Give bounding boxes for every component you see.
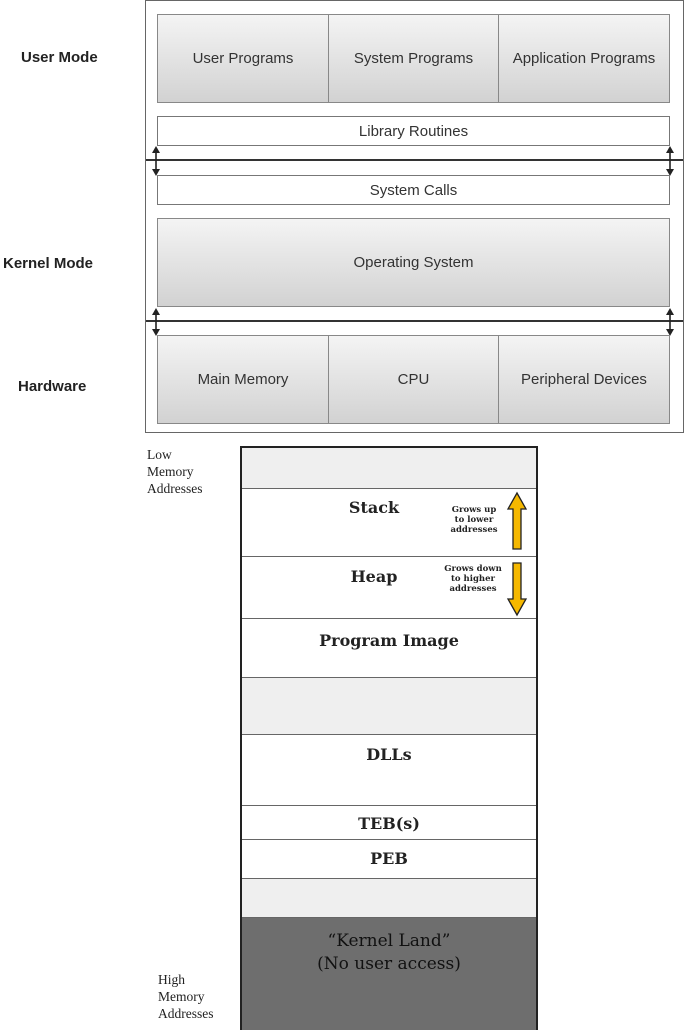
heap-growth-note: Grows down to higher addresses [444, 564, 502, 594]
kernel-land-segment: “Kernel Land” (No user access) [242, 918, 536, 1030]
empty-segment [242, 879, 536, 918]
low-memory-addresses-label: Low Memory Addresses [147, 447, 203, 496]
memory-layout-column: Stack Grows up to lower addresses Heap G… [240, 446, 538, 1030]
cpu-box: CPU [328, 335, 499, 424]
empty-segment [242, 678, 536, 735]
application-programs-box: Application Programs [498, 14, 670, 103]
kernel-mode-label: Kernel Mode [3, 255, 94, 272]
library-routines-box: Library Routines [157, 116, 670, 146]
arrow-up-icon [506, 491, 528, 550]
peripheral-devices-box: Peripheral Devices [498, 335, 670, 424]
dlls-label: DLLs [366, 745, 412, 764]
system-calls-box: System Calls [157, 175, 670, 205]
heap-label: Heap [350, 567, 398, 586]
teb-segment: TEB(s) [242, 806, 536, 840]
double-arrow-icon [666, 146, 674, 176]
high-memory-addresses-label: High Memory Addresses [158, 972, 214, 1021]
hardware-label: Hardware [18, 378, 87, 395]
peb-segment: PEB [242, 840, 536, 879]
kernel-land-label: “Kernel Land” (No user access) [317, 931, 461, 974]
arrow-down-icon [506, 562, 528, 617]
stack-label: Stack [348, 498, 400, 517]
user-mode-label: User Mode [21, 49, 98, 66]
empty-segment [242, 448, 536, 489]
program-image-segment: Program Image [242, 619, 536, 678]
stack-segment: Stack Grows up to lower addresses [242, 489, 536, 557]
stack-growth-note: Grows up to lower addresses [450, 505, 498, 535]
user-kernel-boundary [146, 159, 683, 161]
main-memory-box: Main Memory [157, 335, 329, 424]
program-image-label: Program Image [319, 631, 459, 650]
double-arrow-icon [666, 308, 674, 336]
peb-label: PEB [370, 849, 408, 868]
user-programs-box: User Programs [157, 14, 329, 103]
system-programs-box: System Programs [328, 14, 499, 103]
double-arrow-icon [152, 308, 160, 336]
teb-label: TEB(s) [358, 814, 420, 833]
kernel-hardware-boundary [146, 320, 683, 322]
dlls-segment: DLLs [242, 735, 536, 806]
operating-system-box: Operating System [157, 218, 670, 307]
double-arrow-icon [152, 146, 160, 176]
heap-segment: Heap Grows down to higher addresses [242, 557, 536, 619]
